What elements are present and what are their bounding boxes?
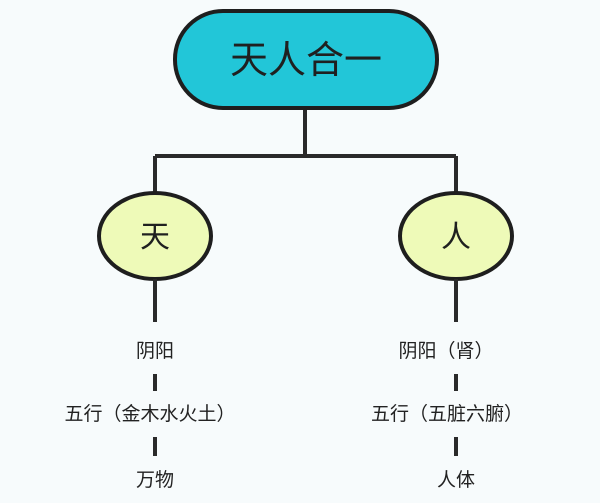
root-connectors xyxy=(153,108,458,196)
human-item-body: 人体 xyxy=(437,469,475,491)
heaven-item-five-elements: 五行（金木水火土） xyxy=(64,403,235,425)
heaven-item-yinyang: 阴阳 xyxy=(136,340,174,362)
human-node-label: 人 xyxy=(441,220,471,255)
heaven-node-label: 天 xyxy=(140,220,170,255)
root-node-shape xyxy=(173,9,439,110)
human-item-yinyang-kidney: 阴阳（肾） xyxy=(398,340,493,362)
human-item-organs: 五行（五脏六腑） xyxy=(371,403,523,425)
branch-human: 人 阴阳（肾） 五行（五脏六腑） 人体 xyxy=(371,191,523,491)
branch-heaven: 天 阴阳 五行（金木水火土） 万物 xyxy=(64,191,236,491)
root-node: 天人合一 xyxy=(173,9,439,110)
root-node-label: 天人合一 xyxy=(230,38,382,82)
heaven-item-all-things: 万物 xyxy=(136,469,174,491)
